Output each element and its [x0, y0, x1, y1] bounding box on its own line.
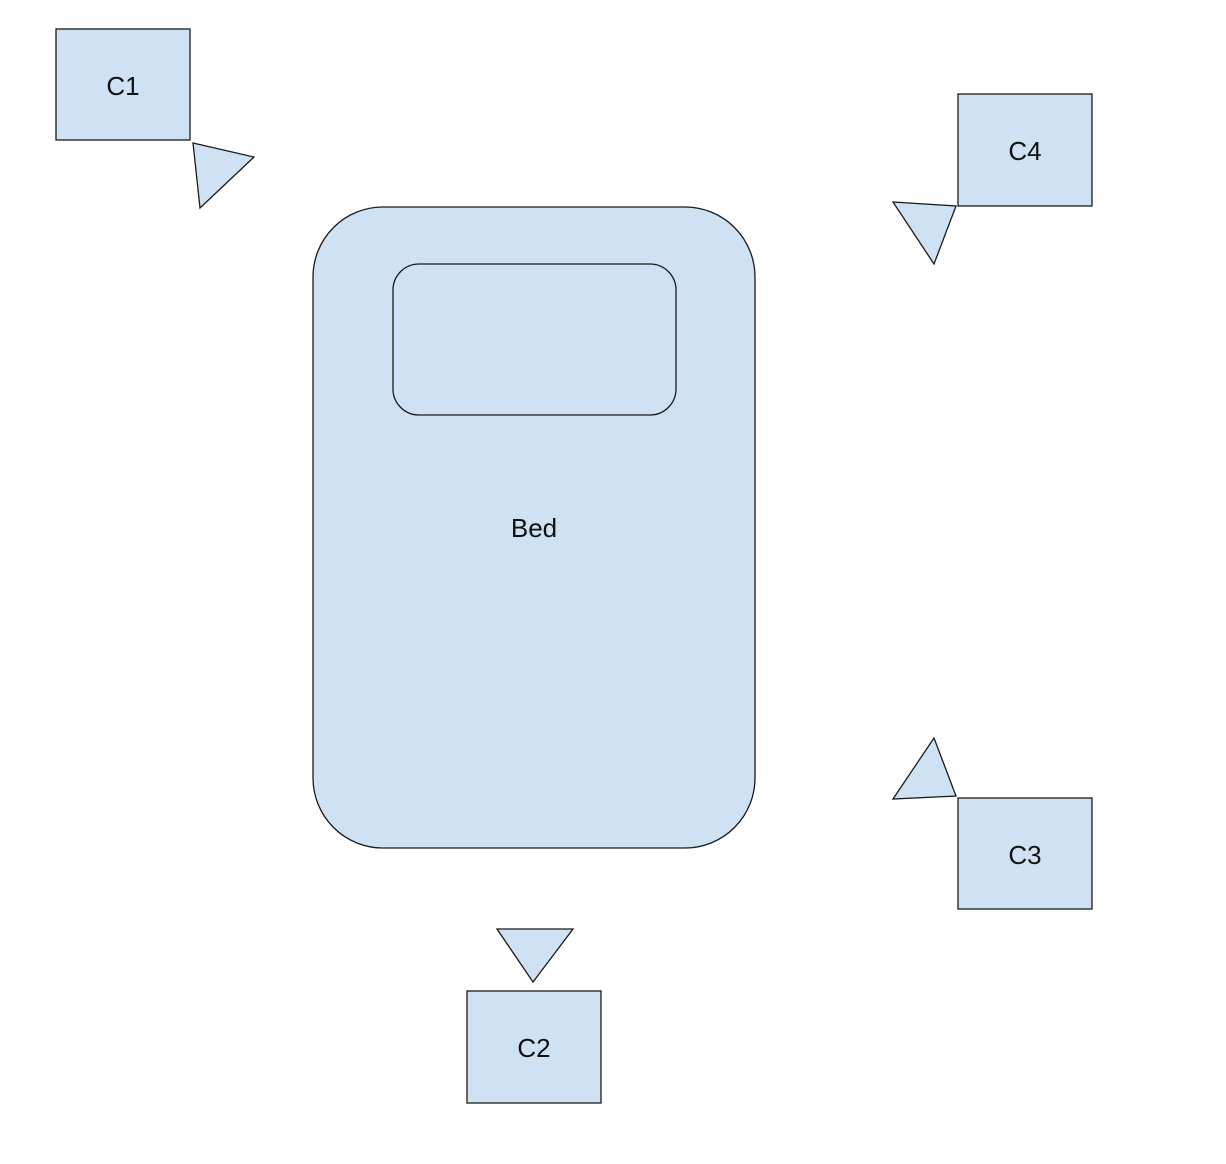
camera-c3: C3	[891, 736, 1093, 910]
camera-c3-lens-icon	[891, 736, 957, 800]
camera-c3-body	[957, 797, 1093, 910]
camera-c2-label: C2	[517, 1033, 550, 1063]
camera-c4-body	[957, 93, 1093, 207]
camera-c1: C1	[55, 28, 256, 210]
camera-c2: C2	[466, 928, 602, 1104]
bed-label: Bed	[511, 513, 557, 543]
camera-c1-lens-icon	[192, 142, 256, 210]
camera-c4-lens-icon	[891, 201, 957, 266]
camera-c2-lens-icon	[495, 928, 575, 984]
camera-c1-body	[55, 28, 191, 141]
camera-c4: C4	[891, 93, 1093, 266]
camera-c3-label: C3	[1008, 840, 1041, 870]
camera-c4-label: C4	[1008, 136, 1041, 166]
camera-c2-body	[466, 990, 602, 1104]
camera-c1-label: C1	[106, 71, 139, 101]
bed: Bed	[312, 206, 756, 849]
bed-pillow	[392, 263, 677, 416]
